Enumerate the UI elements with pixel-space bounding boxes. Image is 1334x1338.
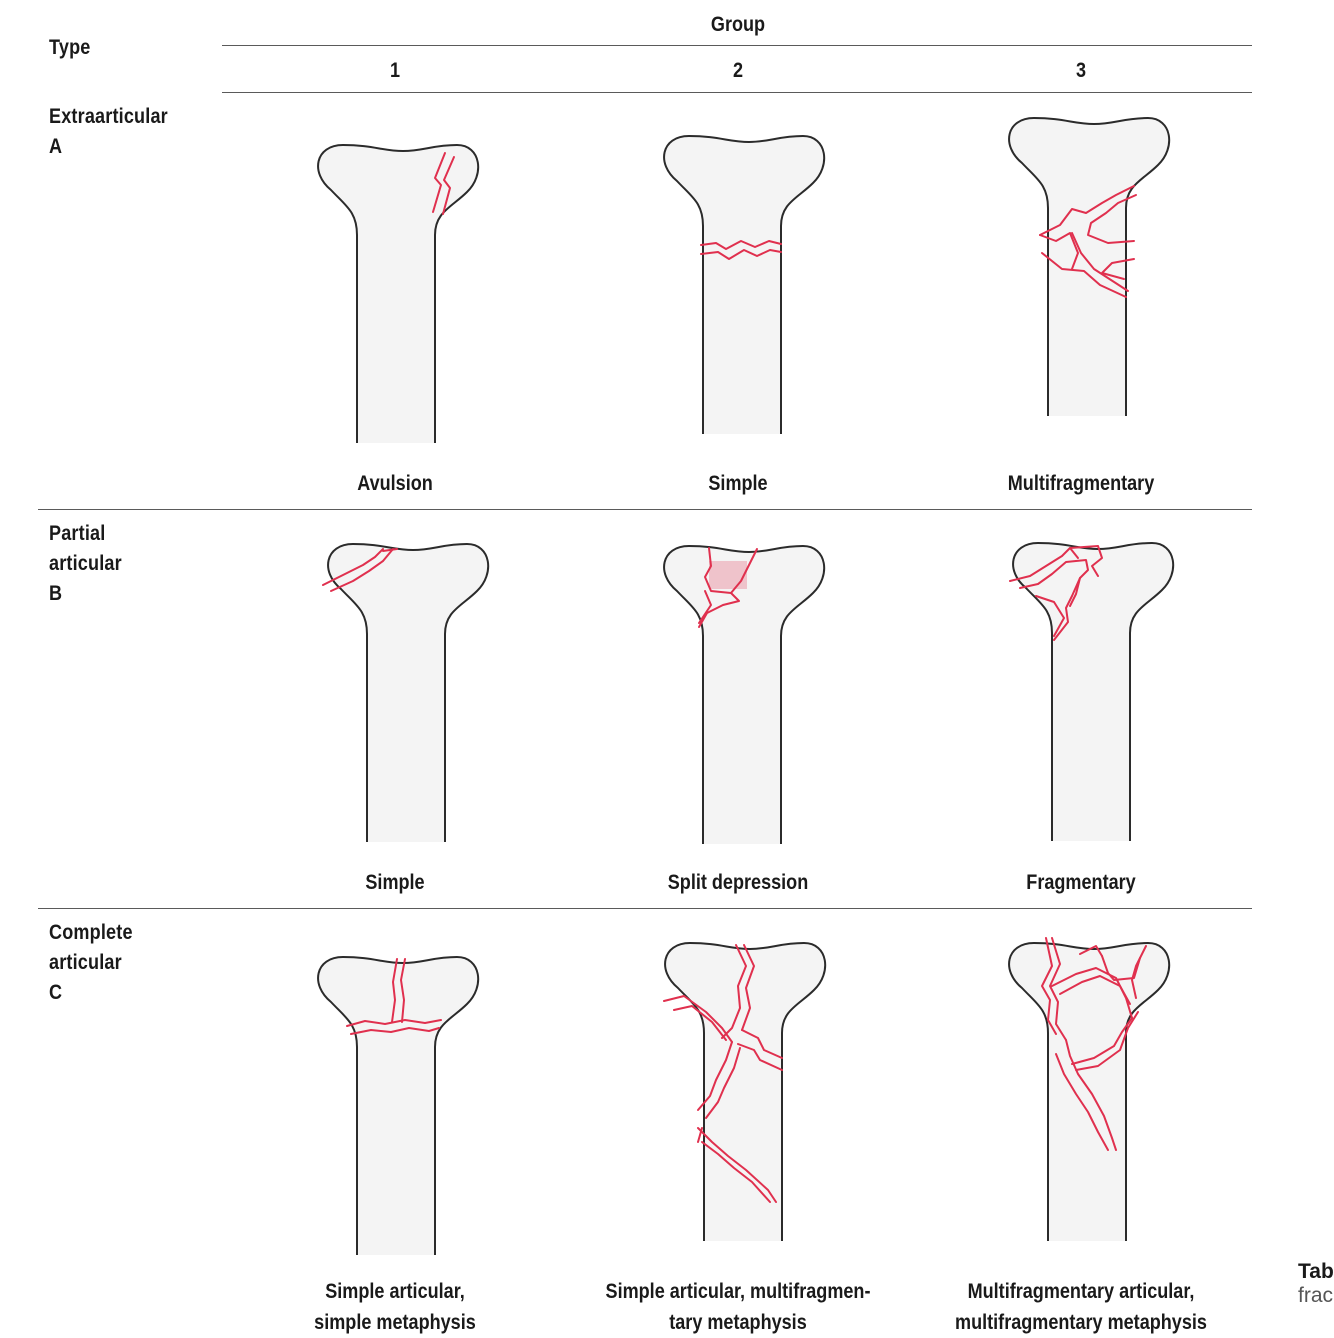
label-b1: Simple <box>365 871 425 894</box>
bone-b3 <box>1009 542 1175 842</box>
label-a2: Simple <box>708 472 768 495</box>
label-c3: Multifragmentary articular, multifragmen… <box>955 1280 1207 1334</box>
label-c2: Simple articular, multifragmen- tary met… <box>605 1280 871 1334</box>
bone-c3 <box>1008 937 1171 1242</box>
bone-b1 <box>322 543 490 843</box>
label-b3: Fragmentary <box>1026 871 1136 894</box>
bone-a2 <box>663 135 826 435</box>
group-number-1: 1 <box>389 59 401 82</box>
label-a3: Multifragmentary <box>1007 472 1155 495</box>
bone-a1 <box>317 144 480 444</box>
type-label-a: Extraarticular A <box>49 105 168 158</box>
bone-b2 <box>663 545 826 845</box>
bone-a3 <box>1008 117 1171 417</box>
row-divider-b-c <box>38 908 1252 909</box>
group-number-2: 2 <box>732 59 744 82</box>
group-number-3: 3 <box>1075 59 1087 82</box>
row-divider-a-b <box>38 509 1252 510</box>
type-column-header: Type <box>49 36 91 59</box>
label-b2: Split depression <box>667 871 809 894</box>
type-label-c: Complete articular C <box>49 921 133 1004</box>
bone-c1 <box>317 956 480 1256</box>
label-a1: Avulsion <box>357 472 433 495</box>
label-c1: Simple articular, simple metaphysis <box>314 1280 476 1334</box>
header-rule-top <box>222 45 1252 46</box>
header-rule-bottom <box>222 92 1252 93</box>
group-column-header: Group <box>710 13 766 36</box>
bone-c2 <box>663 942 827 1242</box>
type-label-b: Partial articular B <box>49 522 122 605</box>
